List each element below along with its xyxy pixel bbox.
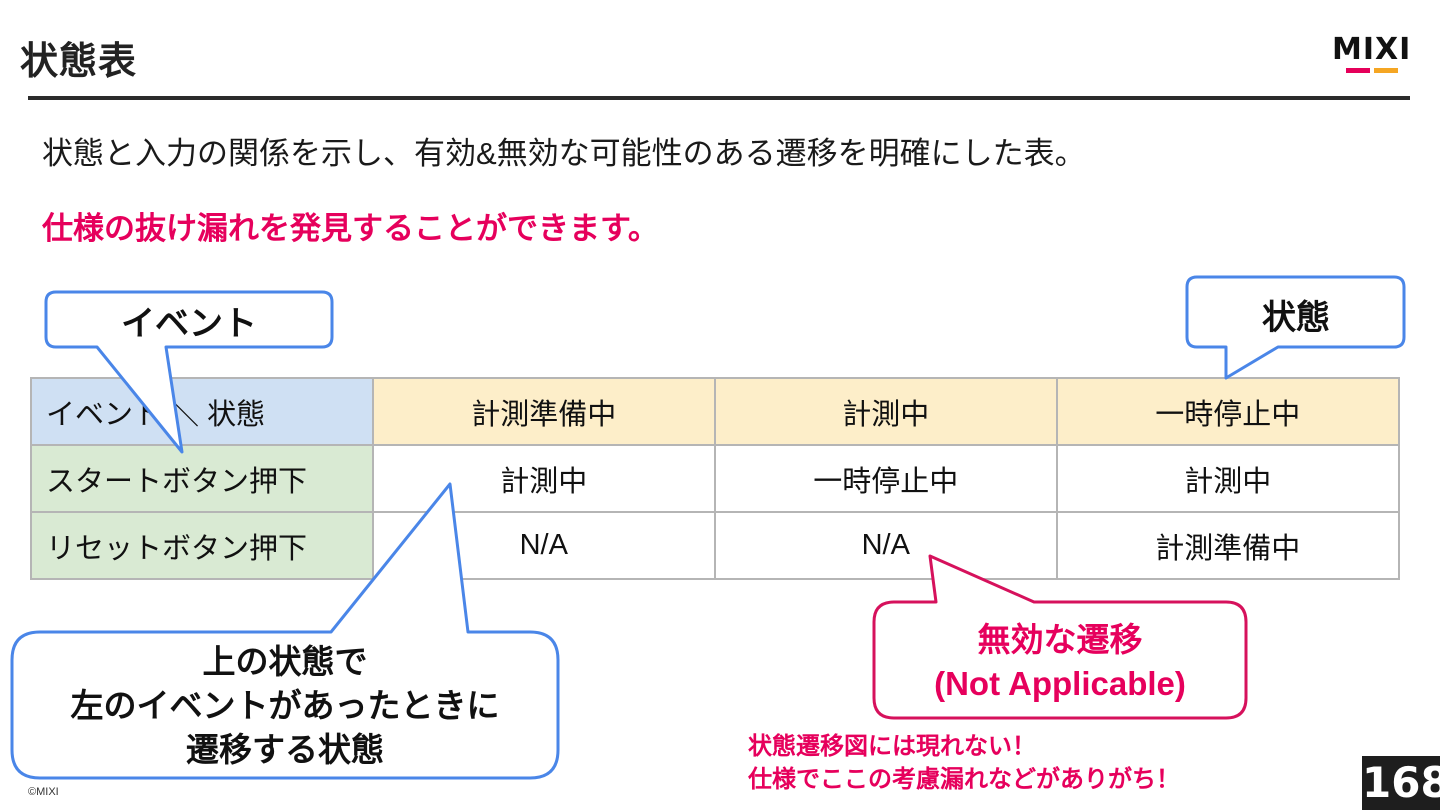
mixi-logo: MIXI <box>1332 32 1412 76</box>
state-callout-label: 状態 <box>1262 299 1330 337</box>
highlight-text: 仕様の抜け漏れを発見することができます。 <box>42 211 659 246</box>
title-divider <box>28 96 1410 100</box>
table-row: リセットボタン押下 N/A N/A 計測準備中 <box>30 511 1400 580</box>
state-header: 計測中 <box>714 377 1058 446</box>
header-row: イベント ＼ 状態 計測準備中 計測中 一時停止中 <box>30 377 1400 446</box>
corner-cell: イベント ＼ 状態 <box>30 377 374 446</box>
transition-callout-text: 上の状態で 左のイベントがあったときに 遷移する状態 <box>12 640 558 772</box>
event-cell: スタートボタン押下 <box>30 444 374 513</box>
transition-cell: 計測中 <box>1055 444 1400 513</box>
lead-text: 状態と入力の関係を示し、有効&無効な可能性のある遷移を明確にした表。 <box>42 136 1086 171</box>
transition-cell: N/A <box>371 511 716 580</box>
logo-bar-pink <box>1346 68 1370 73</box>
state-table: イベント ＼ 状態 計測準備中 計測中 一時停止中 スタートボタン押下 計測中 … <box>30 377 1400 580</box>
logo-bar-orange <box>1374 68 1398 73</box>
transition-cell: 計測中 <box>371 444 716 513</box>
transition-cell: N/A <box>714 511 1058 580</box>
page-number: 168 <box>1362 756 1440 810</box>
transition-line: 遷移する状態 <box>186 731 384 768</box>
logo-text: MIXI <box>1332 32 1412 67</box>
transition-line: 左のイベントがあったときに <box>70 687 500 724</box>
event-callout-label: イベント <box>121 305 257 343</box>
state-header: 計測準備中 <box>371 377 716 446</box>
na-line: (Not Applicable) <box>934 665 1186 702</box>
slide-title: 状態表 <box>20 41 138 83</box>
transition-cell: 一時停止中 <box>714 444 1058 513</box>
event-cell: リセットボタン押下 <box>30 511 374 580</box>
copyright: ©MIXI <box>28 786 59 798</box>
transition-line: 上の状態で <box>202 643 368 680</box>
warning-note: 状態遷移図には現れない！ 仕様でここの考慮漏れなどがありがち！ <box>748 730 1180 796</box>
state-header: 一時停止中 <box>1055 377 1400 446</box>
transition-cell: 計測準備中 <box>1055 511 1400 580</box>
table-row: スタートボタン押下 計測中 一時停止中 計測中 <box>30 444 1400 513</box>
na-line: 無効な遷移 <box>977 621 1143 658</box>
na-callout-text: 無効な遷移 (Not Applicable) <box>874 618 1246 706</box>
note-line: 状態遷移図には現れない！ <box>748 733 1036 760</box>
note-line: 仕様でここの考慮漏れなどがありがち！ <box>748 766 1180 793</box>
